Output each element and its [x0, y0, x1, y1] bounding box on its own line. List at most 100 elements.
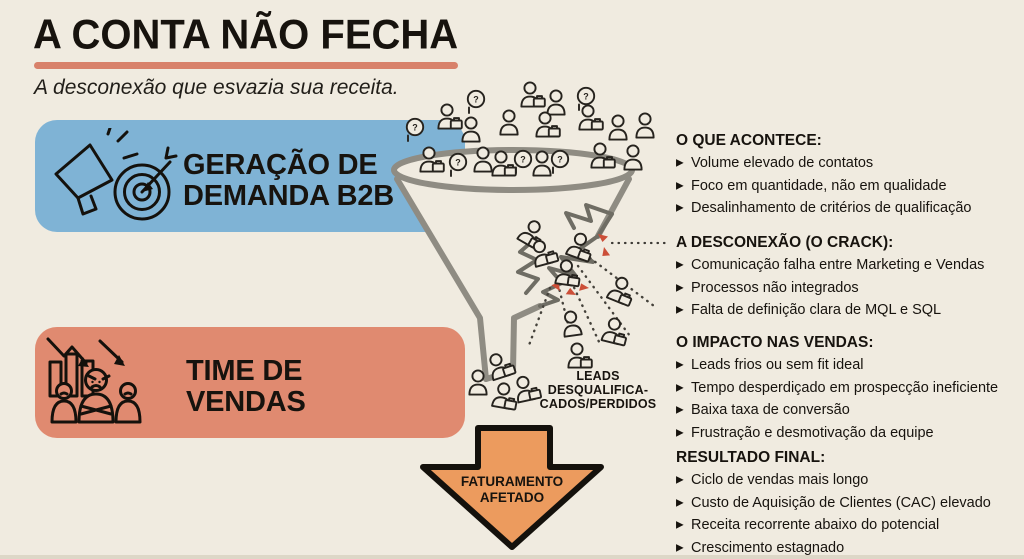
leads-lost-label: LEADS DESQUALIFICA- CADOS/PERDIDOS: [539, 369, 657, 411]
bullet-arrow-icon: ▶: [676, 474, 684, 486]
bullet-text: Tempo desperdiçado em prospecção inefici…: [691, 379, 999, 396]
section-what-happens: O QUE ACONTECE: ▶ Volume elevado de conta…: [676, 132, 1024, 221]
target-icon: [113, 146, 178, 221]
bullet-item: ▶Crescimento estagnado: [676, 538, 1024, 559]
person-briefcase-icon: [491, 381, 521, 411]
title-underline-accent: [34, 62, 458, 69]
bullet-text: Comunicação falha entre Marketing e Vend…: [691, 257, 985, 273]
person-icon: [546, 89, 566, 116]
leaking-person-icon: [560, 309, 583, 338]
bullet-text: Receita recorrente abaixo do potencial: [691, 517, 940, 533]
demand-box-icons: [54, 128, 178, 221]
bullet-arrow-icon: ▶: [676, 157, 684, 169]
bullet-item: ▶ Ciclo de vendas mais longo: [676, 470, 1024, 493]
section-items: ▶ Leads frios ou sem fit ideal ▶ Tempo desp…: [676, 355, 1024, 445]
lead-trajectory-line: [576, 264, 632, 338]
bullet-item: ▶ Falta de definição clara de MQL e SQL: [676, 300, 1024, 323]
downtrend-arrow-icon: [46, 337, 125, 367]
person-icon: [608, 114, 628, 141]
leaking-person-icon: [468, 369, 488, 396]
bullet-text: Custo de Aquisição de Clientes (CAC) ele…: [691, 494, 991, 511]
spark-icon: [579, 283, 589, 291]
bullet-item: ▶ Comunicação falha entre Marketing e Ven…: [676, 255, 1024, 278]
down-arrow-icon: [420, 425, 604, 550]
bullet-arrow-icon: ▶: [676, 202, 684, 214]
question-mark-glyph: ?: [520, 155, 526, 165]
funnel-illustration: ??????: [391, 81, 670, 411]
bullet-arrow-icon: ▶: [676, 282, 684, 293]
lead-trajectory-line: [526, 286, 552, 350]
revenue-affected-label: FATURAMENTO AFETADO: [460, 474, 564, 505]
bullet-arrow-icon: ▶: [676, 404, 684, 416]
bullet-item: ▶ Receita recorrente abaixo do potencial: [676, 515, 1024, 538]
person-briefcase-icon: [520, 81, 546, 108]
section-heading: O QUE ACONTECE:: [676, 132, 822, 149]
person-briefcase-icon: [567, 342, 593, 369]
person-icon: [468, 369, 488, 396]
bullet-item: ▶ Custo de Aquisição de Clientes (CAC) el…: [676, 493, 1024, 516]
section-heading: O IMPACTO NAS VENDAS:: [676, 334, 874, 351]
section-items: ▶ Comunicação falha entre Marketing e Ven…: [676, 255, 1024, 323]
leaking-person-briefcase-icon: [600, 315, 632, 347]
section-final-result: RESULTADO FINAL: ▶ Ciclo de vendas mais l…: [676, 449, 1024, 559]
bullet-item: ▶Foco em quantidade, não em qualidade: [676, 176, 1024, 199]
bullet-text: Falta de definição clara de MQL e SQL: [691, 302, 942, 318]
question-mark-glyph: ?: [583, 92, 589, 102]
bullet-arrow-icon: ▶: [676, 542, 684, 553]
page-subtitle: A desconexão que esvazia sua receita.: [34, 76, 399, 99]
crowd-icons: ??????: [405, 81, 655, 177]
leaking-person-briefcase-icon: [491, 381, 521, 411]
bullet-text: Baixa taxa de conversão: [691, 402, 850, 418]
section-items: ▶Volume elevado de contatos▶Foco em quan…: [676, 153, 1024, 221]
person-briefcase-icon: [600, 315, 632, 347]
bullet-arrow-icon: ▶: [676, 427, 684, 438]
section-heading: A DESCONEXÃO (O CRACK):: [676, 234, 894, 251]
bullet-item: ▶ Leads frios ou sem fit ideal: [676, 355, 1024, 378]
person-icon: [461, 116, 481, 143]
person-briefcase-icon: [535, 111, 561, 138]
person-briefcase-icon: [437, 103, 463, 130]
person-icon: [499, 109, 519, 136]
question-mark-glyph: ?: [473, 95, 479, 105]
spark-icon: [598, 234, 608, 242]
bullet-item: ▶ Volume elevado de contatos: [676, 153, 1024, 176]
person-briefcase-icon: [578, 104, 604, 131]
section-heading: RESULTADO FINAL:: [676, 449, 826, 466]
bottom-edge-shadow: [0, 555, 1024, 559]
bullet-item: ▶ Desalinhamento de critérios de qualific…: [676, 198, 1024, 221]
section-items: ▶ Ciclo de vendas mais longo ▶ Custo de Aqu…: [676, 470, 1024, 559]
person-icon: [623, 144, 643, 171]
bullet-text: Ciclo de vendas mais longo: [691, 472, 869, 488]
bullet-text: Desalinhamento de critérios de qualifica…: [691, 200, 972, 216]
spark-icon: [565, 287, 576, 295]
sales-box-label: TIME DE VENDAS: [186, 355, 306, 419]
person-icon: [635, 112, 655, 139]
bullet-arrow-icon: ▶: [676, 519, 684, 531]
section-sales-impact: O IMPACTO NAS VENDAS: ▶ Leads frios ou se…: [676, 334, 1024, 445]
bullet-arrow-icon: ▶: [676, 304, 684, 316]
bullet-arrow-icon: ▶: [676, 497, 684, 508]
person-icon: [560, 309, 583, 338]
section-disconnection: A DESCONEXÃO (O CRACK): ▶ Comunicação fal…: [676, 234, 1024, 323]
page-title: A CONTA NÃO FECHA: [33, 12, 459, 58]
angry-person-right-icon: [114, 382, 142, 424]
bullet-text: Foco em quantidade, não em qualidade: [691, 177, 947, 194]
bullet-arrow-icon: ▶: [676, 359, 684, 371]
funnel-icon: [391, 147, 635, 382]
revenue-arrow: [420, 425, 604, 550]
bullet-text: Volume elevado de contatos: [691, 155, 874, 171]
leaking-person-briefcase-icon: [605, 273, 639, 308]
bullet-item: ▶ Frustração e desmotivação da equipe: [676, 423, 1024, 446]
sales-team-icon: [46, 337, 142, 424]
bullet-text: Frustração e desmotivação da equipe: [691, 424, 934, 441]
question-mark-glyph: ?: [412, 123, 418, 133]
bullet-item: ▶ Processos não integrados: [676, 278, 1024, 301]
bullet-arrow-icon: ▶: [676, 259, 684, 271]
angry-person-center-icon: [77, 368, 115, 424]
angry-person-left-icon: [50, 382, 78, 424]
bullet-text: Processos não integrados: [691, 279, 859, 296]
person-briefcase-icon: [605, 273, 639, 308]
bullet-text: Leads frios ou sem fit ideal: [691, 357, 864, 373]
question-mark-glyph: ?: [455, 158, 461, 168]
